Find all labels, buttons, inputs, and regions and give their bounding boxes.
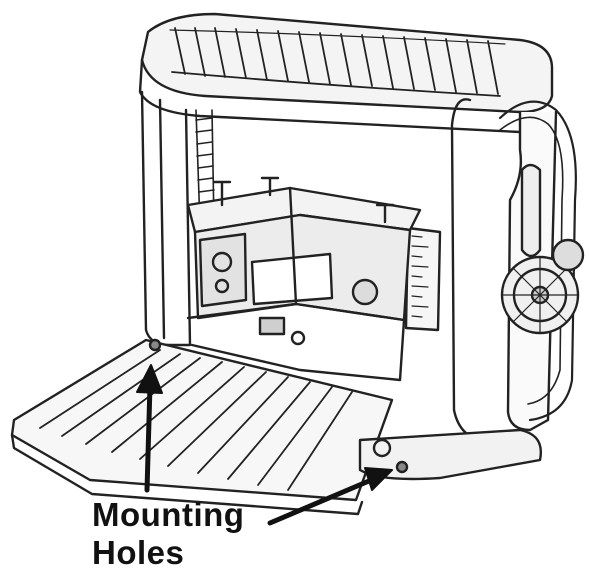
carriage-bolt-side	[375, 203, 395, 224]
table-grooves	[39, 349, 353, 491]
left-column	[140, 90, 192, 347]
callout-arrows	[136, 364, 393, 526]
infeed-table	[10, 338, 394, 502]
carriage-window	[250, 252, 334, 306]
callout-label-line-1: Mounting	[92, 496, 245, 533]
crank-wheel	[500, 238, 585, 335]
depth-scale	[404, 226, 442, 332]
callout-label-line-2: Holes	[92, 534, 185, 571]
arrow-right	[267, 475, 379, 526]
vent-ribs	[169, 27, 506, 97]
side-slot	[520, 163, 542, 258]
crank-knob	[551, 238, 585, 272]
carriage-bolt-left	[212, 180, 232, 207]
carriage-knob	[351, 278, 379, 306]
mounting-hole-left	[148, 338, 162, 352]
lower-body	[186, 302, 406, 382]
carriage-bolt-right	[260, 176, 280, 197]
front-switch	[258, 316, 286, 336]
side-loop	[498, 100, 577, 422]
mounting-hole-right	[395, 460, 409, 474]
arrow-left	[144, 382, 153, 493]
